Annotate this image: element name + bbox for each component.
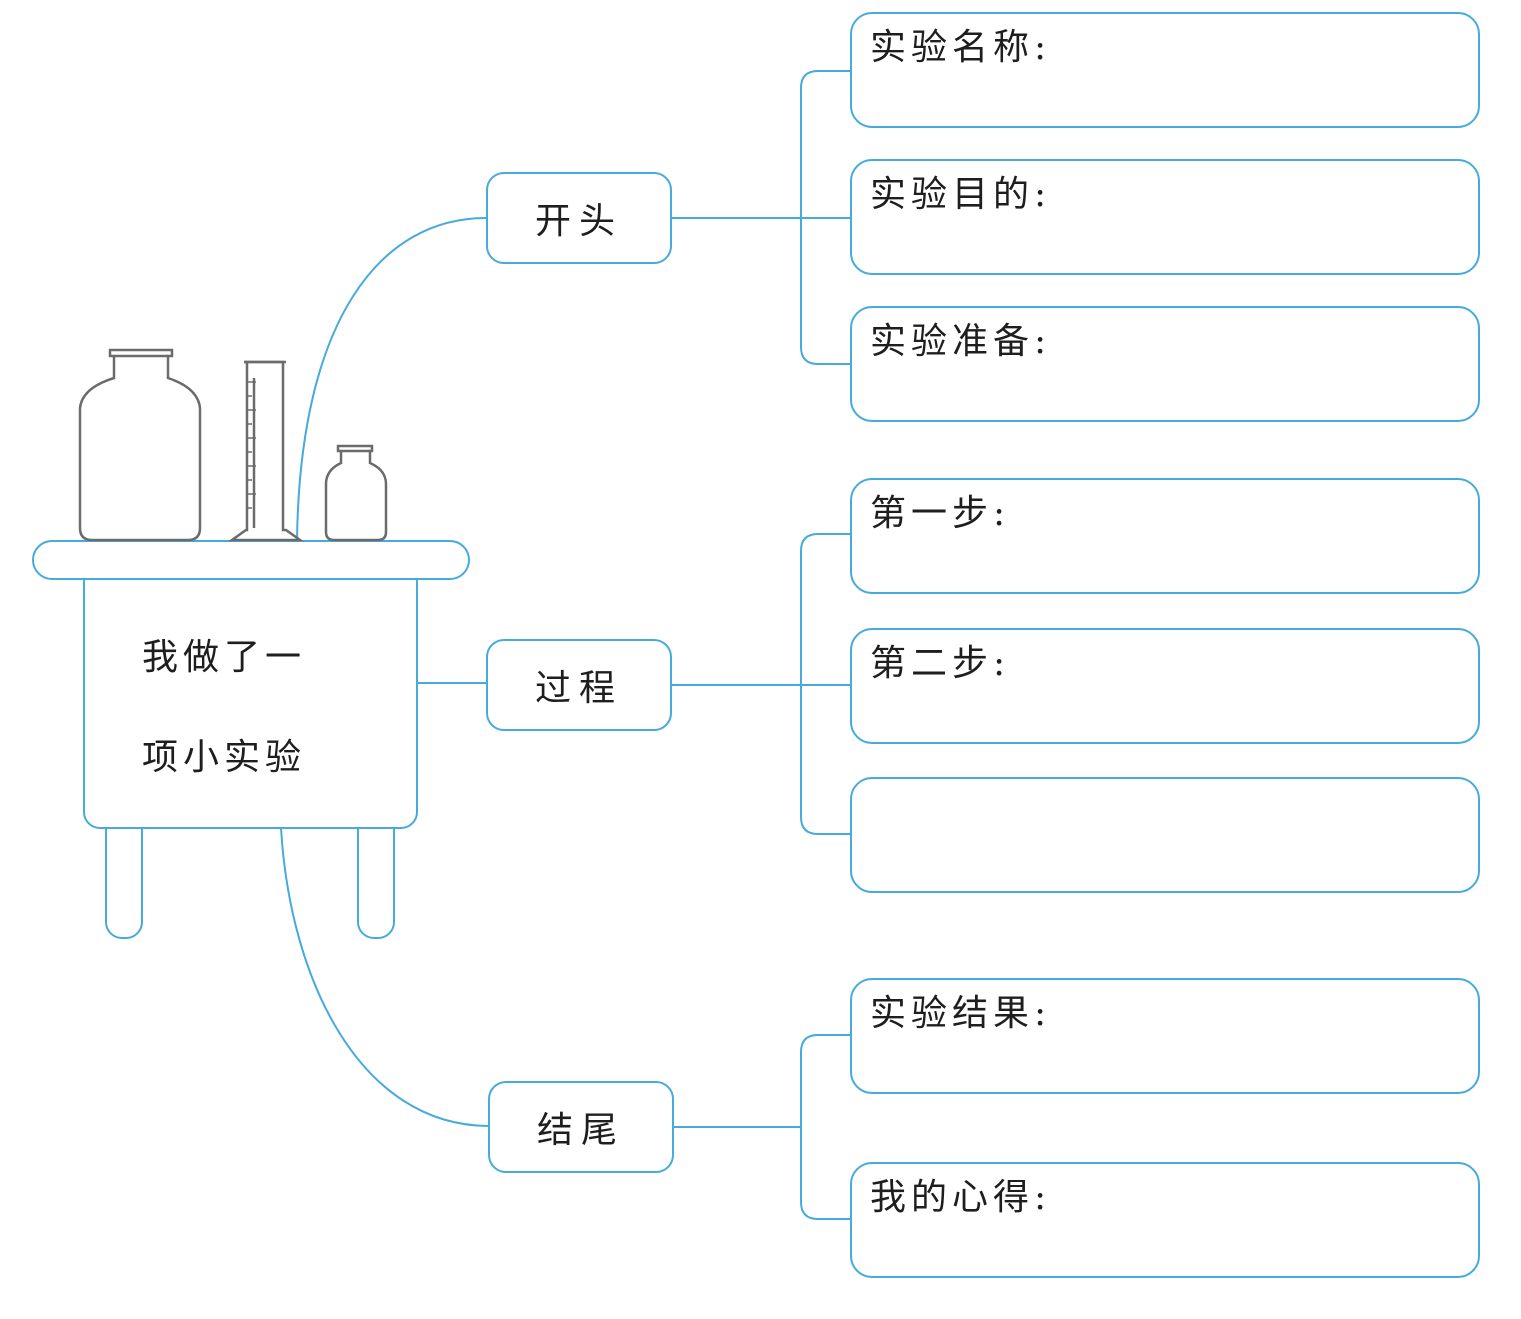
answer-box-label: 实验目的: (870, 174, 1052, 215)
answer-box-step-blank[interactable] (850, 777, 1480, 893)
answer-box-step-one[interactable]: 第一步: (850, 478, 1480, 594)
answer-box-label: 我的心得: (870, 1177, 1052, 1218)
large-bottle-icon (78, 348, 202, 542)
answer-box-step-two[interactable]: 第二步: (850, 628, 1480, 744)
branch-node-start: 开头 (486, 172, 672, 264)
lab-table-illustration (32, 540, 470, 939)
answer-box-label: 实验名称: (870, 27, 1052, 68)
answer-box-label: 实验准备: (870, 321, 1052, 362)
answer-box-label: 第二步: (870, 643, 1011, 684)
table-top (32, 540, 470, 580)
answer-box-label: 第一步: (870, 493, 1011, 534)
answer-box-experiment-name[interactable]: 实验名称: (850, 12, 1480, 128)
answer-box-label: 实验结果: (870, 993, 1052, 1034)
branch-node-end: 结尾 (488, 1081, 674, 1173)
connector-end (280, 827, 489, 1127)
answer-box-my-reflection[interactable]: 我的心得: (850, 1162, 1480, 1278)
center-topic-line2: 项小实验 (142, 737, 307, 778)
bracket-end (800, 1034, 850, 1220)
bracket-process (800, 533, 850, 835)
graduated-cylinder-icon (228, 360, 304, 542)
answer-box-experiment-result[interactable]: 实验结果: (850, 978, 1480, 1094)
branch-node-process: 过程 (486, 639, 672, 731)
answer-box-experiment-preparation[interactable]: 实验准备: (850, 306, 1480, 422)
connector-start (296, 217, 487, 541)
table-leg-right (357, 809, 395, 939)
bracket-start (800, 70, 850, 365)
center-topic-line1: 我做了一 (142, 637, 307, 678)
small-bottle-icon (324, 444, 388, 542)
table-body (83, 565, 418, 829)
table-leg-left (105, 809, 143, 939)
answer-box-experiment-purpose[interactable]: 实验目的: (850, 159, 1480, 275)
